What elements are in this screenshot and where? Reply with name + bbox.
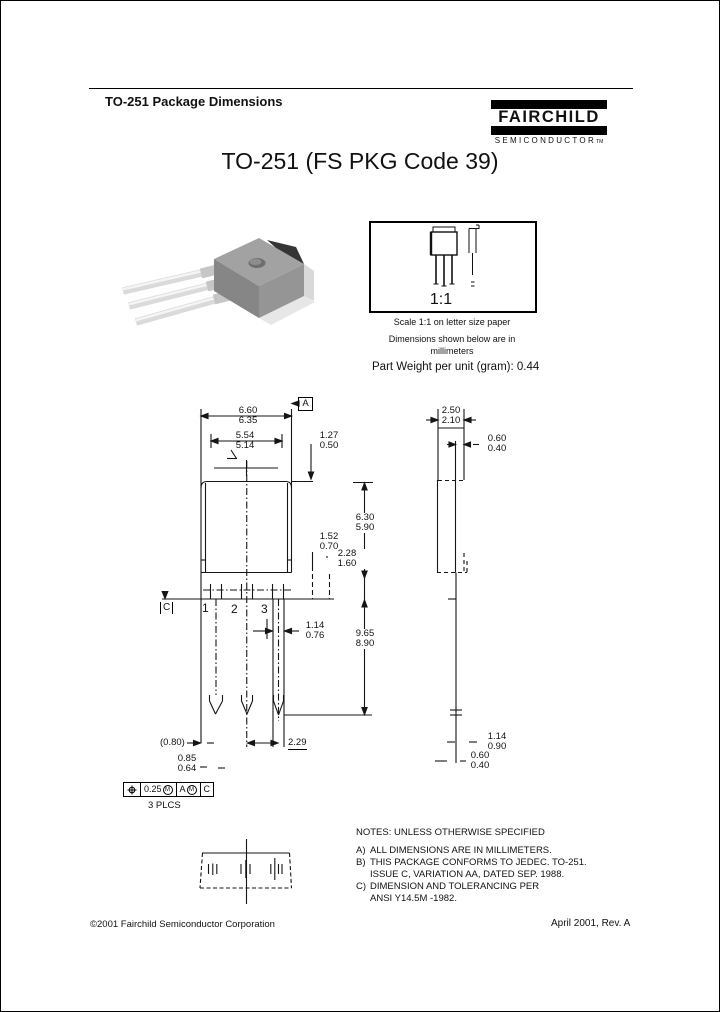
note-text: DIMENSION AND TOLERANCING PER bbox=[370, 881, 540, 892]
datum-ref-1: A bbox=[179, 784, 186, 794]
dim-value: 2.50 bbox=[441, 405, 461, 416]
note-text: ALL DIMENSIONS ARE IN MILLIMETERS. bbox=[370, 845, 552, 856]
note-label-spacer bbox=[356, 893, 370, 905]
mmc-modifier-icon: M bbox=[162, 784, 173, 795]
note-item-continuation: ISSUE C, VARIATION AA, DATED SEP. 1988. bbox=[356, 869, 641, 881]
dim-value: 0.70 bbox=[319, 541, 339, 552]
datum-ref-2: C bbox=[203, 784, 211, 794]
fairchild-logo: FAIRCHILD SEMICONDUCTORTM bbox=[491, 100, 607, 147]
tolerance-places-label: 3 PLCS bbox=[148, 800, 181, 811]
footer-copyright: ©2001 Fairchild Semiconductor Corporatio… bbox=[90, 919, 275, 930]
notes-heading: NOTES: UNLESS OTHERWISE SPECIFIED bbox=[356, 827, 545, 838]
scale-caption-3: millimeters bbox=[430, 346, 474, 356]
dim-value: 0.90 bbox=[487, 741, 507, 752]
scale-ratio-label: 1:1 bbox=[429, 291, 453, 308]
front-view bbox=[161, 409, 373, 769]
note-label-spacer bbox=[356, 869, 370, 881]
dim-value: 0.40 bbox=[487, 443, 507, 454]
dim-value: 6.30 bbox=[355, 512, 375, 523]
logo-brand-text: FAIRCHILD bbox=[498, 108, 600, 126]
dim-tab-step: 0.60 0.40 bbox=[478, 434, 516, 454]
dim-value: 5.90 bbox=[355, 522, 375, 533]
scale-panel-outline-drawing bbox=[429, 224, 480, 287]
dim-value: 1.60 bbox=[337, 558, 357, 569]
dim-value: 0.40 bbox=[470, 760, 490, 771]
scale-caption-2: Dimensions shown below are in bbox=[388, 334, 516, 344]
document-title: TO-251 (FS PKG Code 39) bbox=[221, 148, 499, 174]
footer-revision: April 2001, Rev. A bbox=[551, 918, 631, 929]
dim-value: 0.50 bbox=[319, 440, 339, 451]
logo-bottom-bar bbox=[491, 126, 607, 135]
note-label: C) bbox=[356, 881, 367, 892]
note-label: A) bbox=[356, 845, 366, 856]
dim-value: 0.64 bbox=[177, 763, 197, 774]
dim-value: 8.90 bbox=[355, 638, 375, 649]
dim-value: 1.52 bbox=[319, 531, 339, 542]
notes-block: NOTES: UNLESS OTHERWISE SPECIFIED A) ALL… bbox=[356, 827, 641, 905]
dim-edge-ref: (0.80) bbox=[160, 737, 185, 748]
position-symbol-cell bbox=[124, 783, 140, 796]
dim-value: 1.27 bbox=[319, 430, 339, 441]
dim-value: 0.60 bbox=[470, 750, 490, 761]
dim-value: 0.85 bbox=[177, 753, 197, 764]
part-weight-note: Part Weight per unit (gram): 0.44 bbox=[372, 361, 540, 373]
dim-body-width: 6.60 6.35 bbox=[229, 406, 267, 426]
scale-panel: 1:1 bbox=[369, 221, 537, 313]
dim-value: 2.10 bbox=[441, 415, 461, 426]
package-3d-image bbox=[122, 238, 315, 326]
note-text: THIS PACKAGE CONFORMS TO JEDEC. TO-251. bbox=[370, 857, 587, 868]
datum-a-flag: A bbox=[298, 397, 313, 411]
dim-tab-width: 2.28 1.60 bbox=[328, 549, 366, 569]
side-view bbox=[426, 409, 479, 763]
datum-ref-2-cell: C bbox=[199, 783, 214, 796]
logo-tm-mark: TM bbox=[596, 139, 604, 145]
pin-3-number: 3 bbox=[261, 602, 268, 616]
note-item: C) DIMENSION AND TOLERANCING PER bbox=[356, 881, 641, 893]
note-text: ISSUE C, VARIATION AA, DATED SEP. 1988. bbox=[370, 869, 565, 880]
dim-lead-length: 9.65 8.90 bbox=[346, 629, 384, 649]
dim-value: 2.28 bbox=[337, 548, 357, 559]
mmc-modifier-icon: M bbox=[186, 784, 197, 795]
dim-value: 6.60 bbox=[238, 405, 258, 416]
bottom-view bbox=[199, 839, 293, 904]
header-rule bbox=[89, 88, 633, 89]
logo-top-bar bbox=[491, 100, 607, 109]
tolerance-frame: 0.25 M A M C bbox=[123, 782, 215, 797]
dim-value: 0.60 bbox=[487, 433, 507, 444]
dim-lead-width: 1.14 0.76 bbox=[296, 621, 334, 641]
scale-caption-1: Scale 1:1 on letter size paper bbox=[393, 317, 511, 327]
dim-value: 5.54 bbox=[235, 430, 255, 441]
dim-body-height: 6.30 5.90 bbox=[346, 513, 384, 533]
dim-body-thickness: 2.50 2.10 bbox=[432, 406, 470, 426]
tolerance-value-cell: 0.25 M bbox=[140, 783, 176, 796]
page-title: TO-251 Package Dimensions bbox=[105, 94, 283, 109]
dim-lead-pitch: 2.29 bbox=[288, 737, 307, 750]
note-text: ANSI Y14.5M -1982. bbox=[370, 893, 457, 904]
datum-ref-1-cell: A M bbox=[175, 783, 200, 796]
note-label: B) bbox=[356, 857, 366, 868]
note-item: B) THIS PACKAGE CONFORMS TO JEDEC. TO-25… bbox=[356, 857, 641, 869]
dim-value: 5.14 bbox=[235, 440, 255, 451]
pin-2-number: 2 bbox=[231, 602, 238, 616]
dim-tip-width-side: 1.14 0.90 bbox=[478, 732, 516, 752]
dim-shoulder: 1.52 0.70 bbox=[310, 532, 348, 552]
note-item-continuation: ANSI Y14.5M -1982. bbox=[356, 893, 641, 905]
logo-sub-text: SEMICONDUCTORTM bbox=[491, 136, 607, 147]
note-item: A) ALL DIMENSIONS ARE IN MILLIMETERS. bbox=[356, 845, 641, 857]
dim-lead-thickness: 0.60 0.40 bbox=[461, 751, 499, 771]
dim-tab-extension: 1.27 0.50 bbox=[310, 431, 348, 451]
logo-sub-word: SEMICONDUCTOR bbox=[494, 136, 597, 145]
dim-value: 0.76 bbox=[305, 630, 325, 641]
pin-1-number: 1 bbox=[202, 601, 209, 615]
dim-lead-span: 5.54 5.14 bbox=[226, 431, 264, 451]
datum-c-label: C bbox=[160, 602, 174, 614]
dim-value: 9.65 bbox=[355, 628, 375, 639]
dim-value: 6.35 bbox=[238, 415, 258, 426]
position-tolerance-icon bbox=[127, 785, 137, 794]
dim-value: 1.14 bbox=[487, 731, 507, 742]
tolerance-value: 0.25 bbox=[144, 784, 162, 794]
dim-tip-width: 0.85 0.64 bbox=[168, 754, 206, 774]
package-body bbox=[214, 238, 315, 325]
dim-value: 1.14 bbox=[305, 620, 325, 631]
